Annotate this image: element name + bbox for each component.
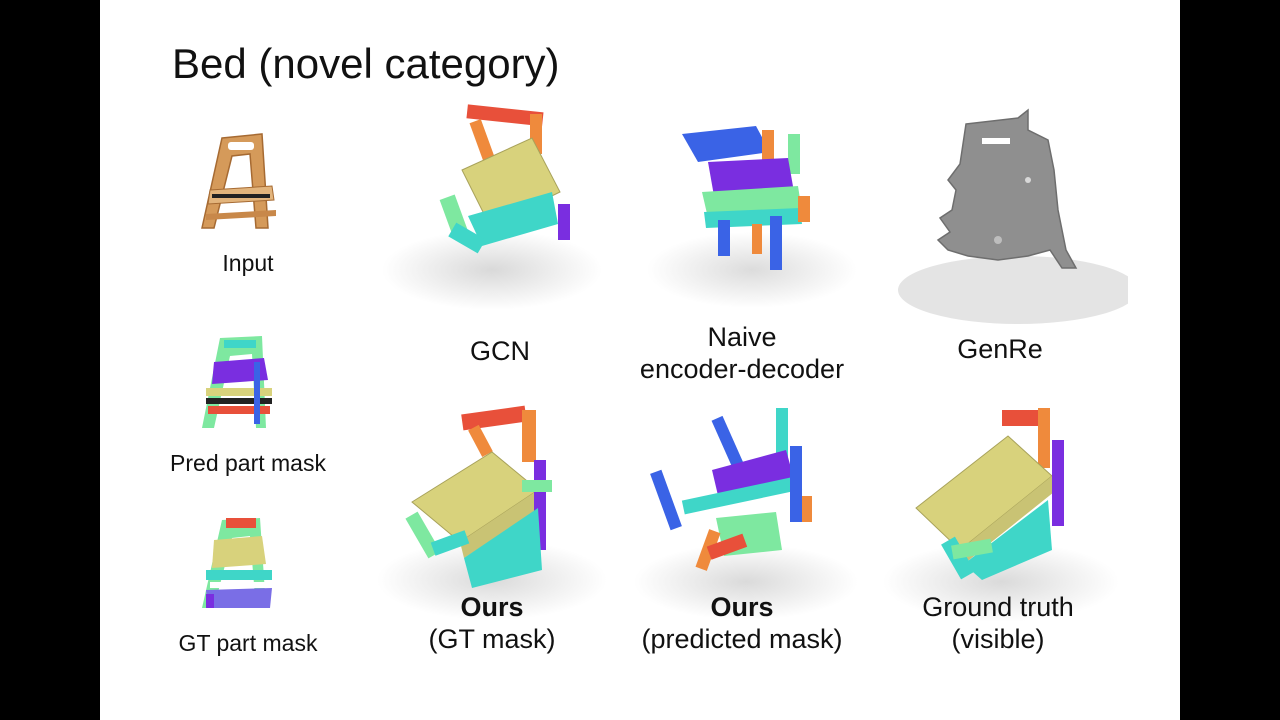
input-image [192, 128, 288, 238]
pred-part-mask-image [192, 332, 288, 434]
gt-part-mask-image [192, 514, 288, 614]
slide: Bed (novel category) Input Pred part mas… [100, 0, 1180, 720]
gt-part-mask-label: GT part mask [178, 630, 318, 656]
genre-result-image [878, 100, 1128, 328]
naive-encoder-decoder-label: Naive encoder-decoder [639, 322, 845, 384]
input-label: Input [222, 250, 274, 276]
pred-part-mask-label: Pred part mask [170, 450, 326, 476]
ground-truth-visible-label: Ground truth (visible) [922, 592, 1074, 654]
ours-gt-mask-label: Ours (GT mask) [428, 592, 556, 654]
ground-truth-visible-image [876, 400, 1126, 628]
gcn-label: GCN [470, 336, 530, 366]
ours-predicted-mask-label: Ours (predicted mask) [641, 592, 843, 654]
ours-predicted-mask-result-image [626, 400, 866, 628]
genre-label: GenRe [957, 334, 1043, 364]
gcn-result-image [372, 100, 612, 320]
slide-title: Bed (novel category) [172, 40, 560, 87]
naive-encoder-decoder-result-image [622, 100, 862, 320]
ours-gt-mask-result-image [372, 400, 612, 628]
